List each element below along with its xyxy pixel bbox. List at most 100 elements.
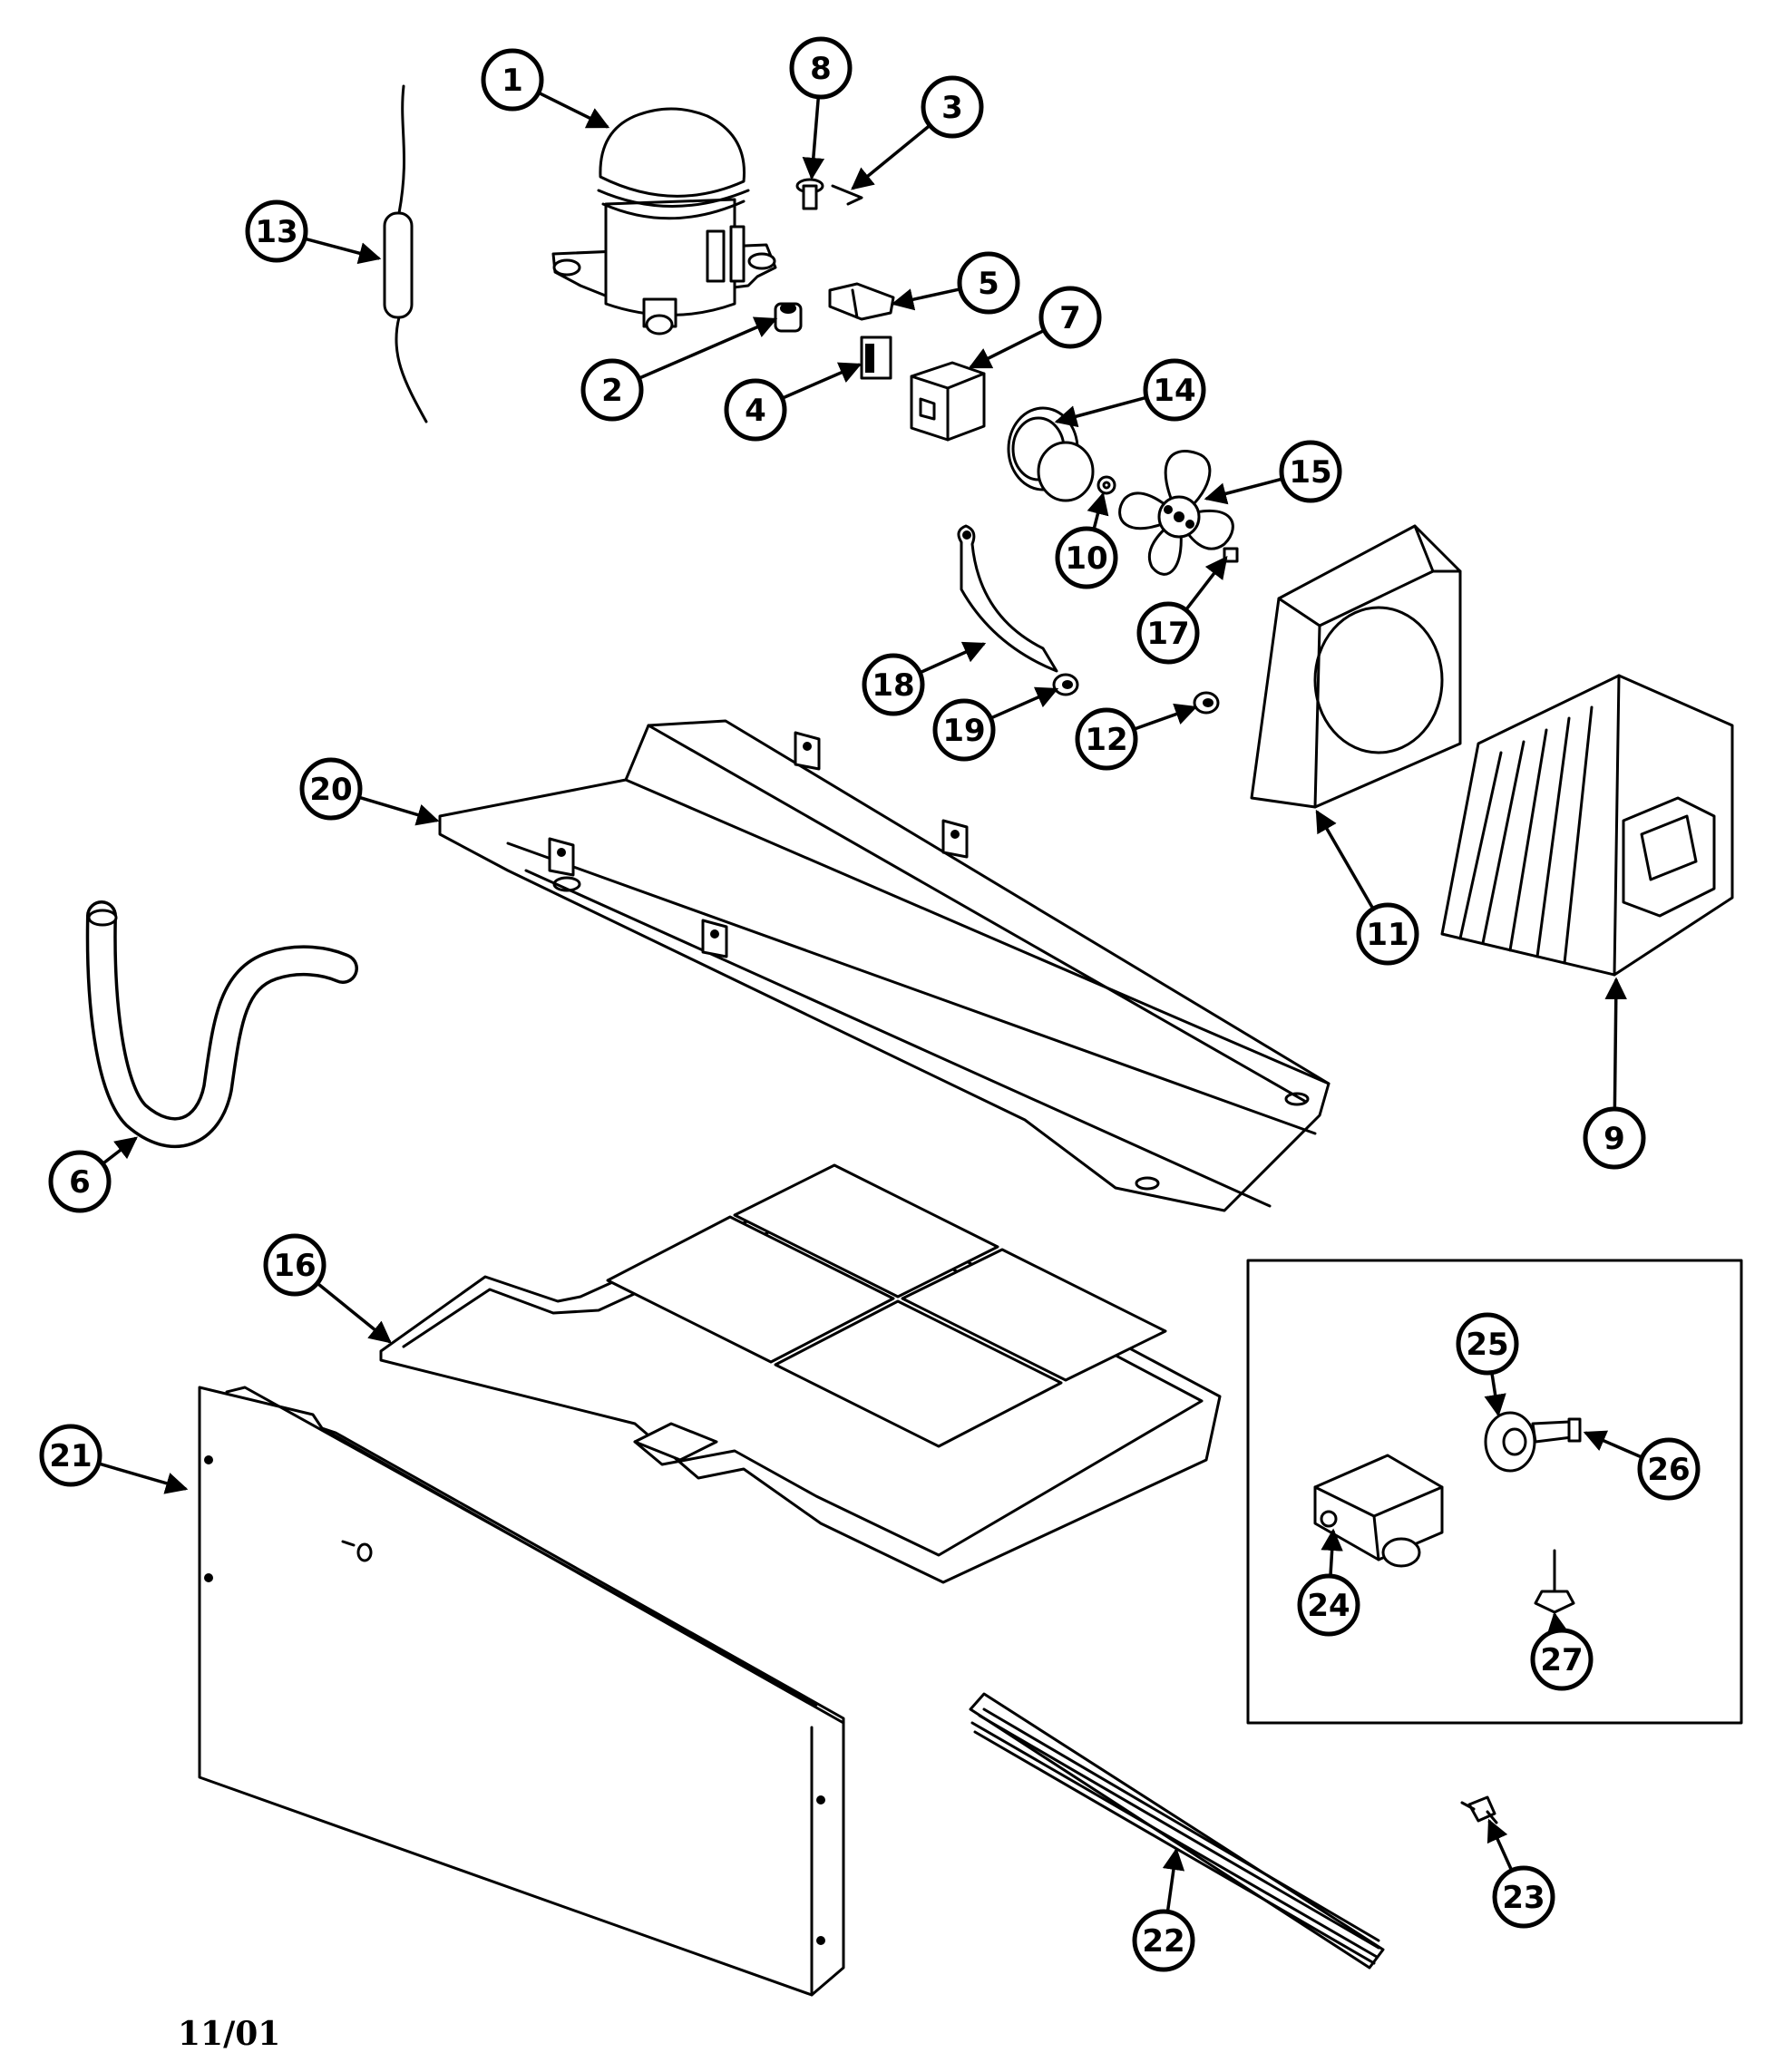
callout-circle (1136, 601, 1200, 665)
leader-11 (1315, 809, 1375, 910)
leader-8 (802, 96, 825, 180)
callout-27: 27 (1530, 1628, 1594, 1691)
leader-20 (358, 795, 440, 826)
callout-25: 25 (1456, 1312, 1519, 1376)
callout-16: 16 (263, 1233, 327, 1297)
leader-16 (316, 1281, 392, 1344)
callout-13: 13 (245, 199, 308, 263)
leader-14 (1054, 395, 1147, 428)
part-clip-17 (1223, 547, 1239, 563)
callout-1: 1 (481, 48, 544, 112)
callout-5: 5 (957, 251, 1020, 315)
callout-circle (1279, 440, 1342, 503)
leader-10 (1087, 491, 1109, 530)
leader-15 (1204, 477, 1283, 505)
part-clip-3 (831, 184, 863, 206)
callout-circle (1297, 1573, 1360, 1637)
callout-bubbles: 1234567891011121314151617181920212223242… (39, 36, 1701, 1972)
callout-number: 18 (872, 667, 914, 704)
leader-19 (989, 686, 1059, 720)
callout-circle (245, 199, 308, 263)
callout-14: 14 (1143, 358, 1206, 422)
part-base-rail (438, 719, 1330, 1212)
callout-21: 21 (39, 1424, 102, 1487)
leader-4 (781, 362, 863, 400)
callout-number: 6 (69, 1164, 91, 1201)
part-grommet-2 (774, 302, 803, 333)
callout-19: 19 (932, 698, 996, 762)
callout-circle (1132, 1909, 1195, 1972)
callout-number: 8 (810, 51, 832, 87)
part-relay-cover (828, 282, 895, 321)
leader-13 (304, 237, 382, 265)
callout-circle (1055, 526, 1118, 589)
part-relay (910, 361, 986, 442)
callout-8: 8 (789, 36, 853, 100)
callout-number: 5 (978, 266, 999, 302)
callout-circle (48, 1150, 112, 1213)
callout-circle (957, 251, 1020, 315)
part-stud (795, 178, 824, 210)
callout-number: 16 (273, 1248, 316, 1284)
part-drain-tube (85, 900, 358, 1149)
callout-number: 20 (309, 772, 352, 808)
callout-number: 12 (1085, 722, 1127, 758)
callout-circle (39, 1424, 102, 1487)
callout-circle (481, 48, 544, 112)
callout-number: 25 (1466, 1327, 1508, 1363)
callout-23: 23 (1492, 1865, 1555, 1929)
callout-number: 26 (1647, 1452, 1690, 1488)
callout-12: 12 (1075, 707, 1138, 771)
callout-number: 3 (941, 90, 963, 126)
leader-9 (1604, 977, 1627, 1110)
leader-12 (1133, 703, 1198, 731)
callout-11: 11 (1356, 902, 1419, 966)
callout-number: 7 (1059, 300, 1081, 336)
callout-number: 9 (1603, 1121, 1625, 1157)
leader-21 (98, 1462, 189, 1494)
callout-circle (921, 75, 984, 139)
callout-9: 9 (1583, 1106, 1646, 1170)
callout-20: 20 (299, 757, 363, 821)
callout-17: 17 (1136, 601, 1200, 665)
callout-circle (580, 358, 644, 422)
part-overload (860, 336, 892, 380)
callout-circle (1038, 286, 1102, 349)
callout-4: 4 (724, 378, 787, 442)
callout-3: 3 (921, 75, 984, 139)
part-compressor (551, 107, 777, 336)
leader-26 (1583, 1430, 1643, 1459)
callout-number: 4 (745, 393, 766, 429)
revision-date: 11/01 (178, 2015, 281, 2053)
callout-2: 2 (580, 358, 644, 422)
callout-leaders (98, 91, 1643, 1912)
callout-number: 14 (1153, 373, 1195, 409)
part-fan-motor (1007, 406, 1095, 502)
callout-6: 6 (48, 1150, 112, 1213)
callout-number: 22 (1142, 1923, 1184, 1960)
callout-15: 15 (1279, 440, 1342, 503)
part-grommet-12 (1193, 691, 1220, 715)
part-nut (1097, 475, 1116, 495)
leader-24 (1321, 1528, 1343, 1577)
leader-17 (1184, 556, 1228, 611)
leader-18 (919, 641, 987, 675)
callout-circle (1143, 358, 1206, 422)
callout-number: 10 (1065, 540, 1107, 577)
part-toe-grille (969, 1692, 1385, 1970)
callout-number: 17 (1146, 616, 1189, 652)
leader-2 (638, 316, 778, 380)
callout-number: 1 (502, 63, 523, 99)
part-fan-blade (1118, 450, 1234, 576)
callout-number: 11 (1366, 917, 1408, 953)
callout-circle (1530, 1628, 1594, 1691)
callout-circle (932, 698, 996, 762)
leader-22 (1162, 1847, 1185, 1912)
callout-circle (1075, 707, 1138, 771)
callout-26: 26 (1637, 1437, 1701, 1501)
part-motor-bracket (957, 524, 1058, 673)
callout-circle (1492, 1865, 1555, 1929)
callout-circle (263, 1233, 327, 1297)
callout-24: 24 (1297, 1573, 1360, 1637)
